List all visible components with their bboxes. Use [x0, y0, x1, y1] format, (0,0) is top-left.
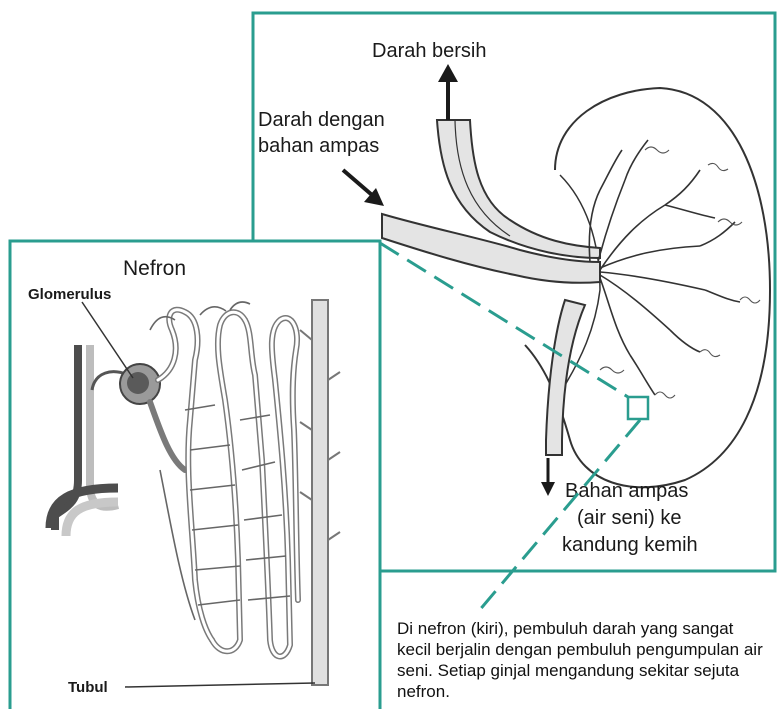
waste-label-line1: Bahan ampas	[565, 480, 688, 502]
dirty-blood-label-line1: Darah dengan	[258, 109, 385, 131]
glomerulus-label: Glomerulus	[28, 286, 111, 303]
nephron-panel: Nefron Glomerulus Tubul	[10, 241, 380, 709]
diagram-caption: Di nefron (kiri), pembuluh darah yang sa…	[397, 618, 769, 702]
dirty-blood-label-line2: bahan ampas	[258, 135, 379, 157]
tubule-label: Tubul	[68, 679, 108, 696]
clean-blood-label: Darah bersih	[372, 40, 487, 62]
nephron-title: Nefron	[123, 257, 186, 280]
waste-label-line3: kandung kemih	[562, 534, 698, 556]
waste-label-line2: (air seni) ke	[577, 507, 681, 529]
